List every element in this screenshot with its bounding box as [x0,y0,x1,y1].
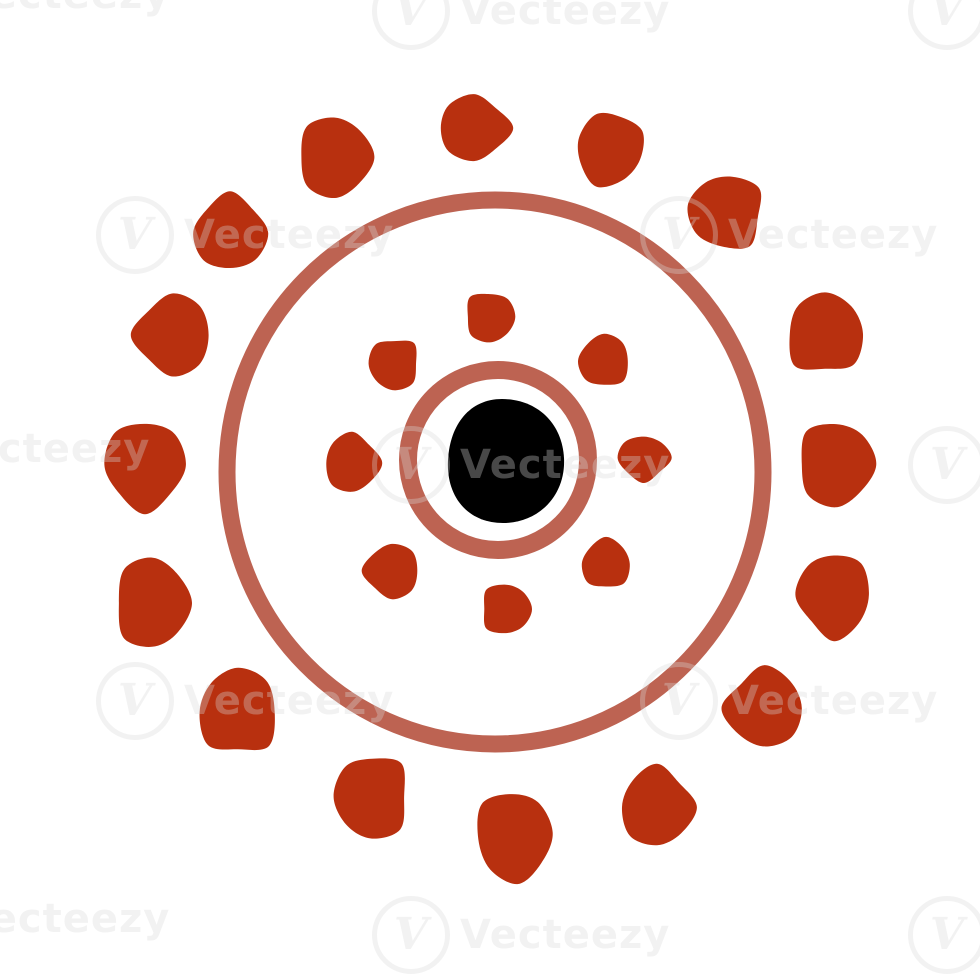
inner-dot-ring [326,293,672,634]
inner-dot [577,333,628,385]
inner-dot [581,536,630,587]
outer-dot [621,763,697,846]
outer-dot [721,665,802,747]
center-blob [447,399,565,523]
outer-dot [193,191,269,269]
outer-dot [301,117,375,199]
outer-dot [130,293,209,377]
inner-dot [368,340,417,391]
inner-dot [483,584,533,634]
outer-dot-ring [104,94,877,885]
inner-dot [467,293,516,343]
inner-dot [361,543,418,600]
outer-dot [477,794,553,885]
inner-dot [326,431,383,492]
outer-dot [795,555,869,642]
outer-dot [333,758,405,839]
outer-dot [789,292,864,370]
outer-dot [104,423,186,515]
outer-ring [218,191,772,753]
outer-dot [687,176,762,249]
inner-dot [617,436,672,484]
outer-dot [440,94,514,162]
outer-dot [577,112,644,188]
outer-dot [801,423,877,508]
inner-ring [399,361,597,559]
outer-dot [118,557,192,647]
outer-dot [199,667,275,751]
